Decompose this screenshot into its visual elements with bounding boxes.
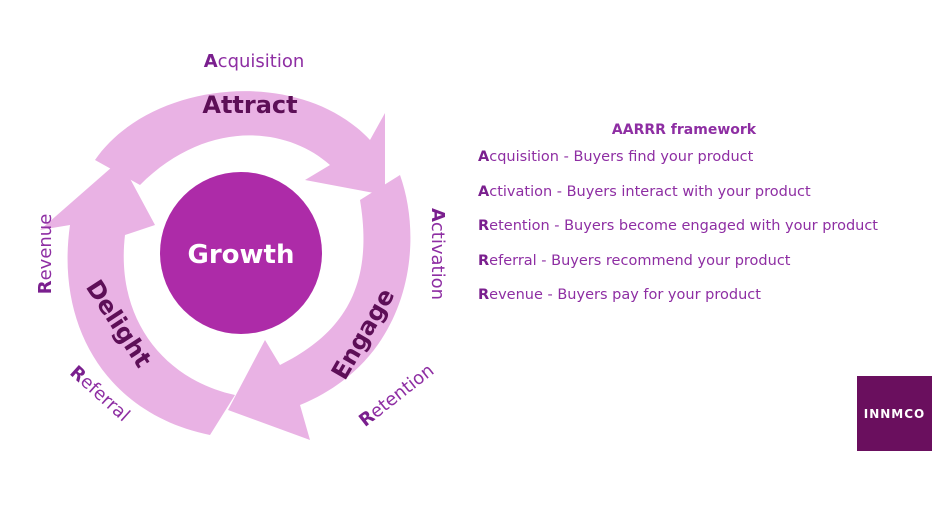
- framework-panel: AARRR framework Acquisition - Buyers fin…: [478, 122, 918, 320]
- framework-item-acquisition: Acquisition - Buyers find your product: [478, 149, 754, 165]
- metric-acquisition: Acquisition: [204, 51, 305, 72]
- metric-retention: Retention: [355, 360, 438, 431]
- metric-activation: Activation: [427, 208, 448, 300]
- growth-label: Growth: [188, 240, 295, 270]
- framework-item-revenue: Revenue - Buyers pay for your product: [478, 287, 761, 303]
- delight-arrow: [40, 160, 235, 435]
- framework-title: AARRR framework: [611, 122, 757, 138]
- cycle-diagram: Growth Attract Engage Delight Acquisitio…: [35, 51, 448, 440]
- logo-text: INNMCO: [863, 406, 926, 421]
- innmco-logo: INNMCO: [857, 376, 932, 451]
- metric-revenue: Revenue: [35, 214, 56, 295]
- engage-arrow: [228, 175, 411, 440]
- stage-label-attract: Attract: [202, 91, 297, 119]
- framework-item-activation: Activation - Buyers interact with your p…: [478, 183, 811, 200]
- framework-item-referral: Referral - Buyers recommend your product: [478, 252, 791, 269]
- framework-item-retention: Retention - Buyers become engaged with y…: [478, 218, 878, 234]
- growth-circle: [160, 172, 322, 334]
- attract-arrow: [95, 91, 385, 195]
